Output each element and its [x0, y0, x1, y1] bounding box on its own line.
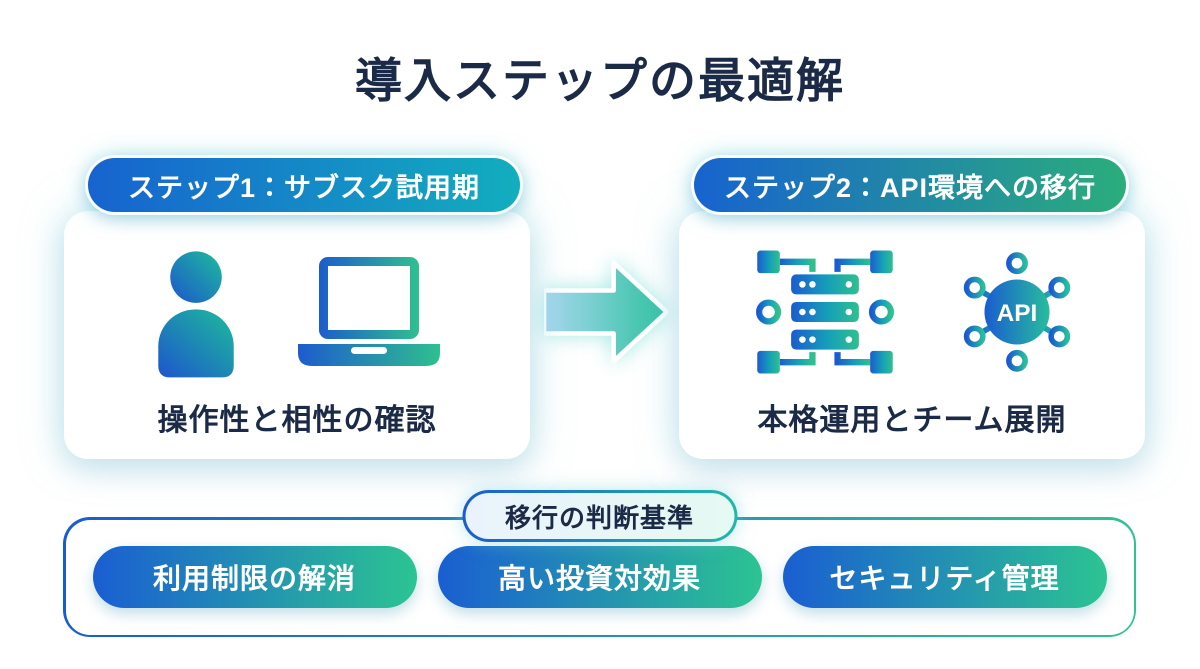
right-arrow-icon [544, 260, 670, 364]
server-network-icon [756, 250, 894, 374]
laptop-icon [298, 257, 440, 366]
criteria-panel: 移行の判断基準 利用制限の解消 高い投資対効果 セキュリティ管理 [63, 490, 1136, 637]
step1-card: 操作性と相性の確認 [64, 211, 530, 459]
step2-caption: 本格運用とチーム展開 [757, 404, 1067, 437]
criteria-header-label: 移行の判断基準 [464, 493, 735, 539]
page-title: 導入ステップの最適解 [355, 54, 845, 107]
criteria-pill-roi: 高い投資対効果 [437, 546, 762, 608]
step2-badge: ステップ2：API環境への移行 [694, 158, 1126, 212]
criteria-pill-usage-limits: 利用制限の解消 [92, 546, 417, 608]
step1-icons [150, 245, 444, 381]
criteria-pill-security: セキュリティ管理 [782, 546, 1107, 608]
api-icon-label: API [997, 300, 1038, 327]
step1-caption: 操作性と相性の確認 [157, 404, 437, 437]
step1-badge: ステップ1：サブスク試用期 [88, 158, 520, 212]
step2-card: API 本格運用とチーム展開 [679, 211, 1145, 459]
criteria-header-badge: 移行の判断基準 [461, 490, 738, 542]
user-icon [158, 251, 234, 378]
step2-icons: API [746, 243, 1078, 381]
api-hub-icon: API [963, 252, 1071, 372]
